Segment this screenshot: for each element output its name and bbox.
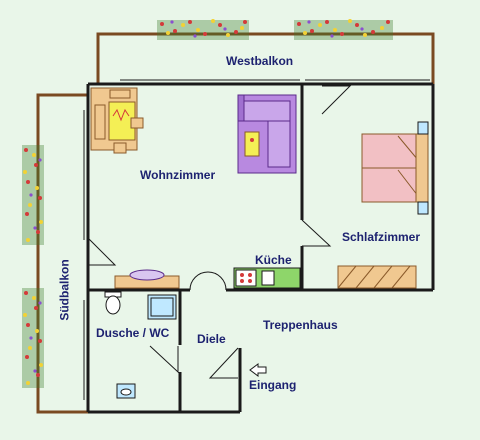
toilet: [104, 291, 122, 315]
westbalkon-railing: [96, 32, 435, 84]
suedbalkon-railing: [36, 93, 88, 414]
entrance-arrow-icon: [249, 363, 267, 377]
flower-box-south-2: [22, 288, 44, 388]
shower: [147, 294, 177, 320]
doors: [87, 85, 352, 379]
flower-box-west-2: [294, 19, 393, 40]
coffee-table: [244, 131, 260, 157]
flower-box-south-1: [22, 145, 44, 245]
walls: [86, 82, 435, 414]
label-wohnzimmer: Wohnzimmer: [140, 168, 216, 182]
label-treppenhaus: Treppenhaus: [263, 318, 338, 332]
bed: [361, 121, 429, 215]
label-suedbalkon: Südbalkon: [57, 259, 72, 321]
kitchen-counter: [233, 267, 301, 289]
desk: [90, 87, 144, 154]
flower-box-west-1: [157, 19, 249, 40]
wardrobe: [337, 265, 417, 289]
windows: [83, 79, 430, 400]
label-kueche: Küche: [255, 253, 292, 267]
stove: [235, 269, 257, 287]
washbasin: [116, 383, 136, 399]
label-diele: Diele: [197, 332, 226, 346]
kitchen-sink: [261, 270, 275, 286]
sideboard: [114, 269, 180, 289]
label-westbalkon: Westbalkon: [226, 54, 294, 68]
label-eingang: Eingang: [249, 378, 297, 392]
label-schlafzimmer: Schlafzimmer: [342, 230, 421, 244]
label-dusche-wc: Dusche / WC: [96, 326, 170, 340]
